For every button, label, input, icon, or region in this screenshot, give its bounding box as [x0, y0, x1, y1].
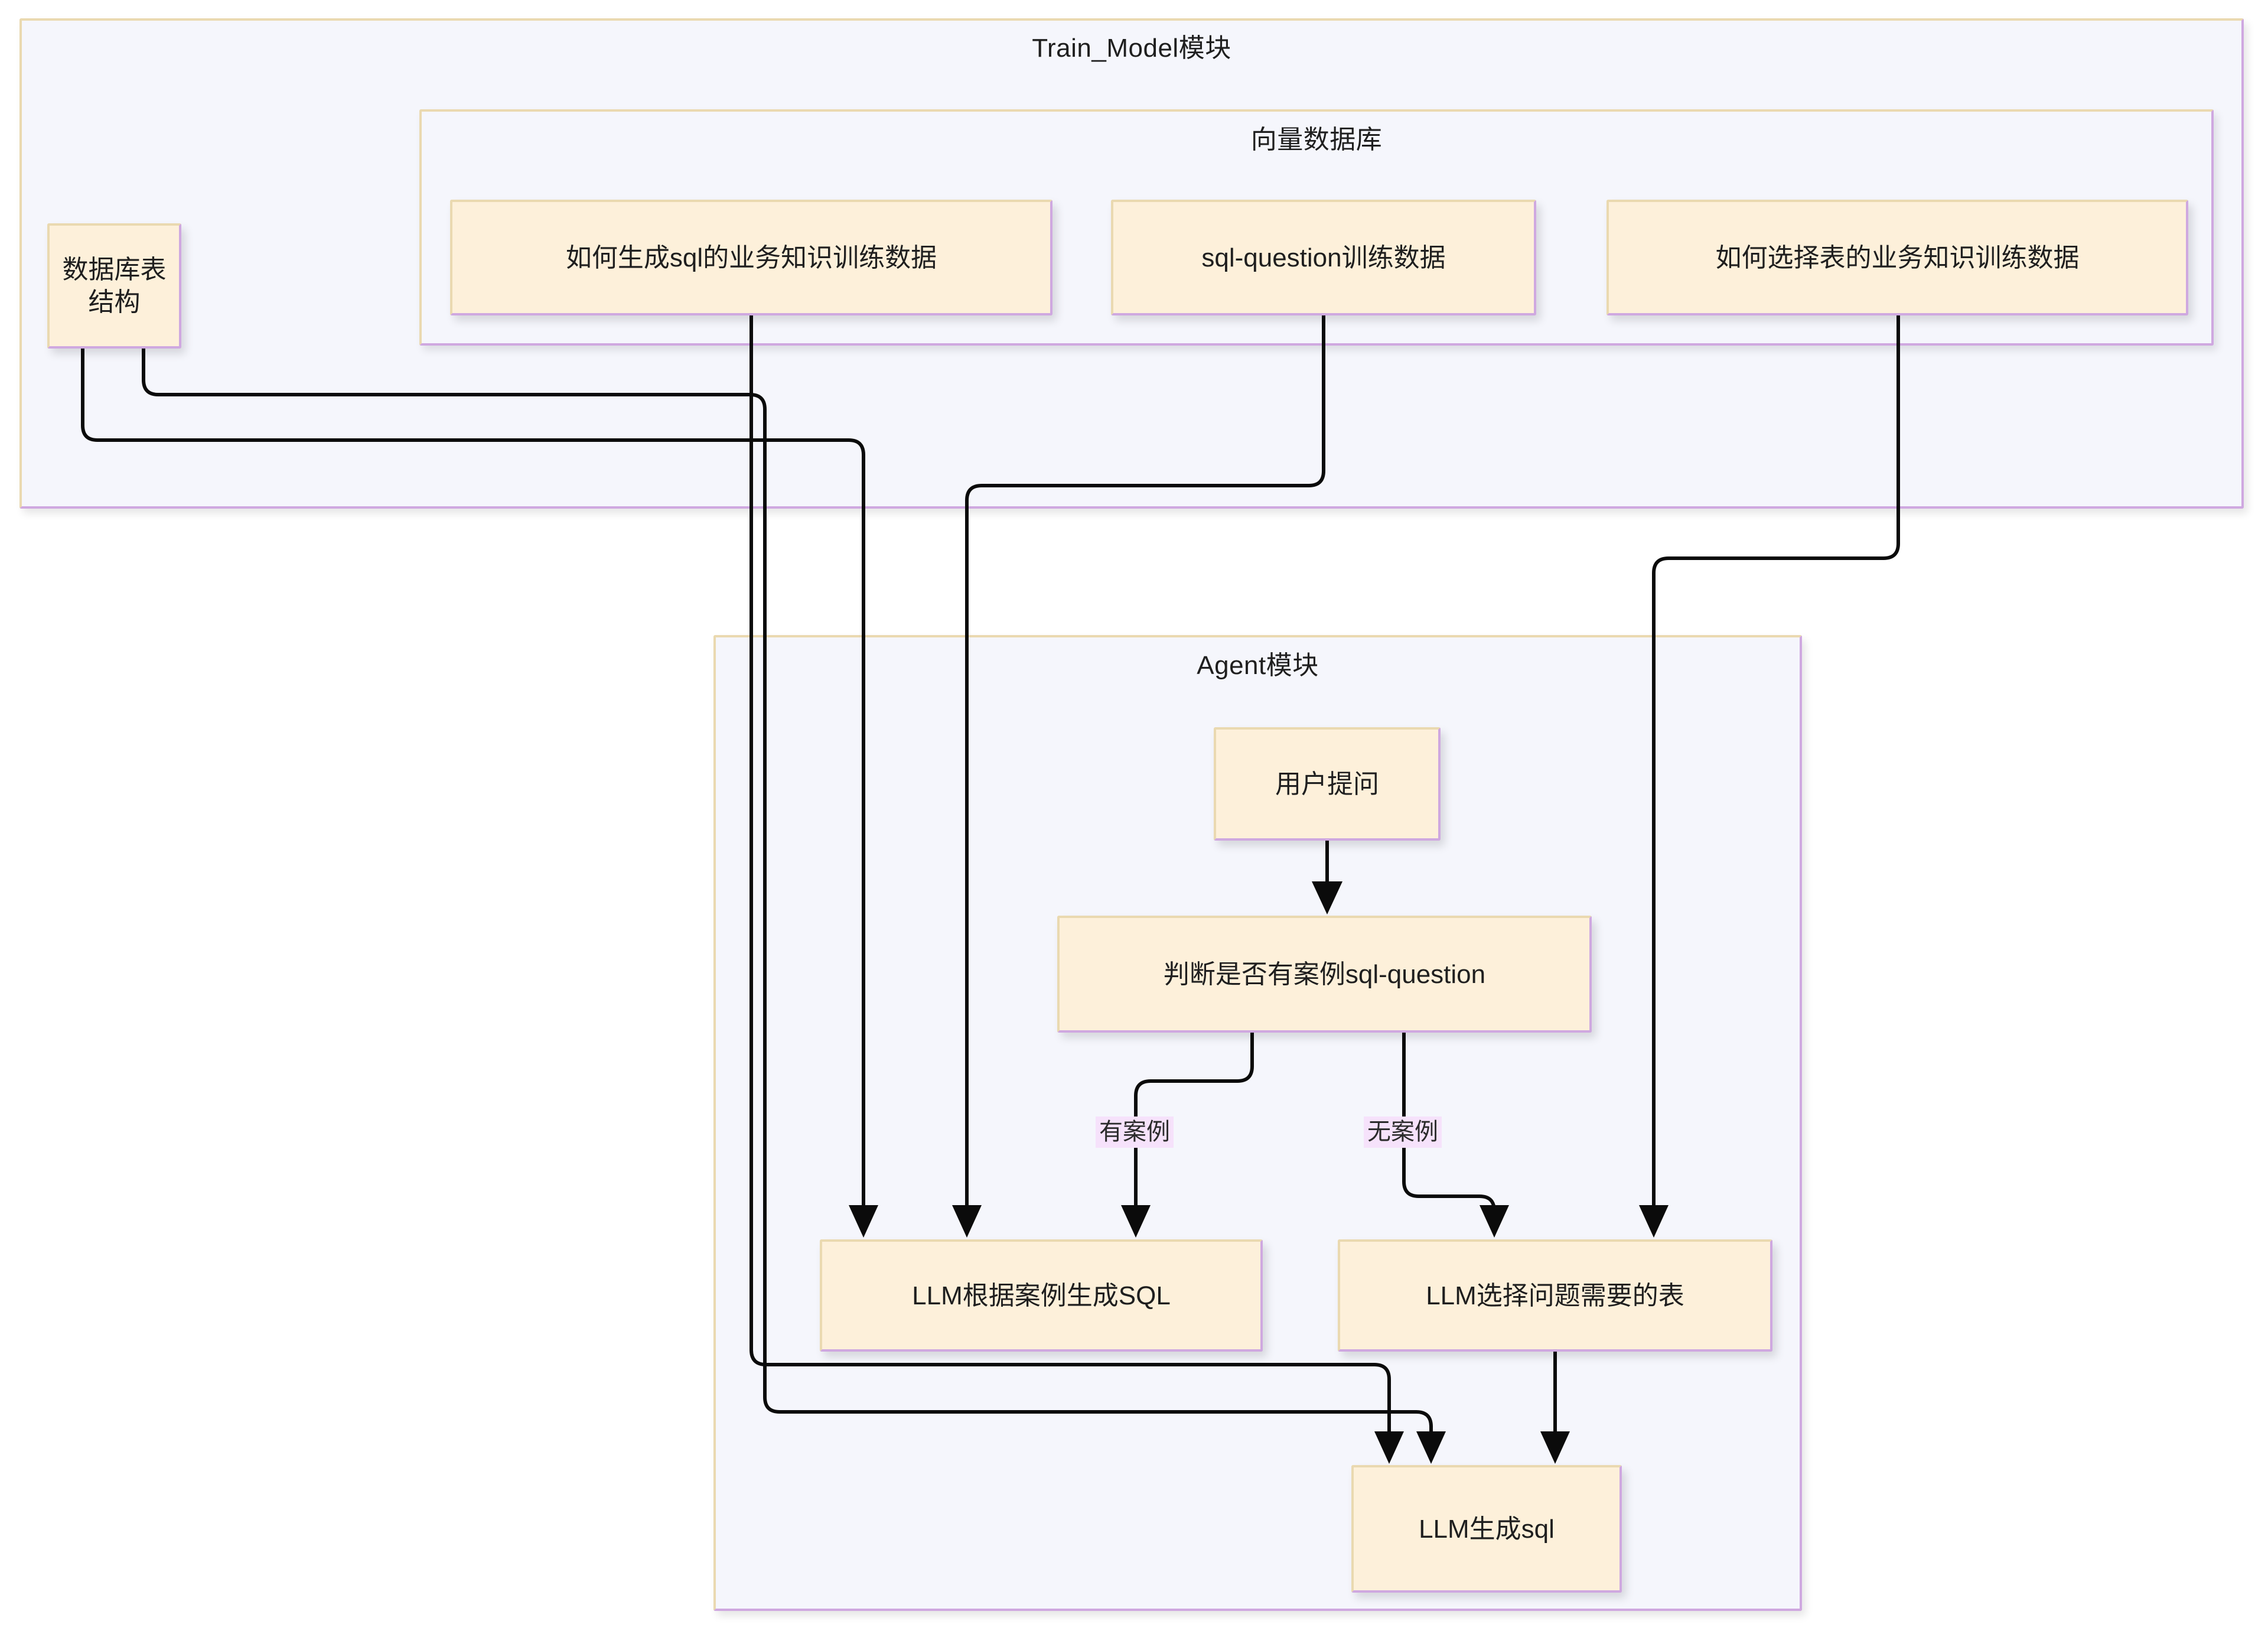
- container-title-vector-db: 向量数据库: [1250, 125, 1383, 154]
- container-title-agent: Agent模块: [1197, 651, 1319, 680]
- node-llm-generate-sql[interactable]: LLM生成sql: [1351, 1465, 1622, 1593]
- node-llm-select-tables[interactable]: LLM选择问题需要的表: [1338, 1239, 1772, 1352]
- node-user-question[interactable]: 用户提问: [1214, 727, 1441, 841]
- node-db-schema[interactable]: 数据库表结构: [47, 223, 181, 349]
- node-judge-has-case[interactable]: 判断是否有案例sql-question: [1057, 916, 1592, 1033]
- node-sql-question-training-data[interactable]: sql-question训练数据: [1111, 200, 1536, 315]
- node-select-table-knowledge-training-data[interactable]: 如何选择表的业务知识训练数据: [1606, 200, 2188, 315]
- node-llm-generate-sql-from-case[interactable]: LLM根据案例生成SQL: [820, 1239, 1263, 1352]
- node-gen-sql-knowledge-training-data[interactable]: 如何生成sql的业务知识训练数据: [450, 200, 1052, 315]
- container-title-train-model: Train_Model模块: [1032, 34, 1231, 63]
- edge-label-no-case: 无案例: [1364, 1117, 1442, 1148]
- edge-label-has-case: 有案例: [1096, 1117, 1174, 1148]
